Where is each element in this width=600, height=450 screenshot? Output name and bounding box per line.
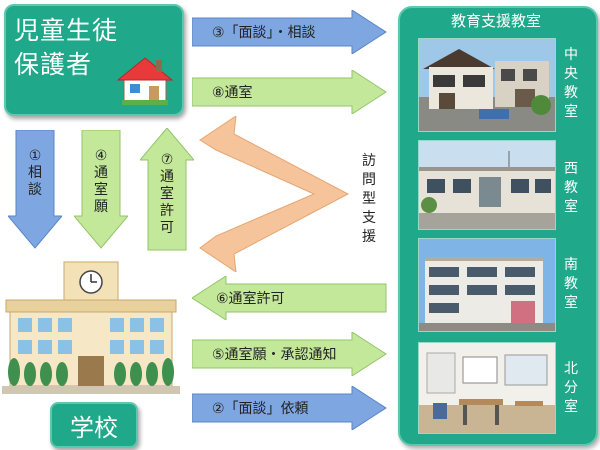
arrow-1-shape	[8, 130, 62, 249]
arrow-8-shape	[192, 70, 387, 114]
arrow-4-label: ④通室願	[94, 148, 108, 215]
arrow-7-label: ⑦通室許可	[160, 152, 174, 236]
central-room-photo	[418, 38, 556, 132]
central-room-label: 中央教室	[564, 47, 578, 120]
school-building-icon	[2, 261, 180, 394]
arrow-4-shape	[74, 130, 128, 249]
guardian-title: 児童生徒保護者	[14, 16, 119, 79]
arrow-5-label: ⑤通室願・承認通知	[212, 347, 337, 363]
guardian-box	[4, 4, 184, 116]
arrow-2-label: ②「面談」依頼	[212, 401, 309, 417]
arrow-6-label: ⑥通室許可	[216, 291, 285, 307]
school-box	[50, 402, 138, 448]
west-room-photo	[418, 140, 556, 230]
arrow-2-shape	[192, 386, 387, 430]
arrow-3-shape	[192, 10, 387, 54]
arrow-1-label: ①相談	[28, 148, 42, 198]
house-icon	[116, 57, 174, 105]
south-room-photo	[418, 238, 556, 332]
arrow-8-label: ⑧通室	[212, 85, 253, 101]
arrow-7-shape	[140, 128, 194, 251]
arrow-3-label: ③「面談」・相談	[212, 25, 316, 41]
arrow-5-shape	[192, 332, 387, 376]
west-room-label: 西教室	[564, 161, 578, 215]
visit-support-arrow-shape	[199, 116, 350, 272]
north-room-label: 北分室	[564, 361, 578, 415]
north-room-photo	[418, 342, 556, 434]
education-support-title: 教育支援教室	[450, 12, 541, 30]
school-label: 学校	[70, 414, 118, 442]
south-room-label: 南教室	[564, 257, 578, 311]
visit-support-label: 訪問型支援	[362, 153, 376, 245]
arrow-6-shape	[192, 276, 387, 320]
